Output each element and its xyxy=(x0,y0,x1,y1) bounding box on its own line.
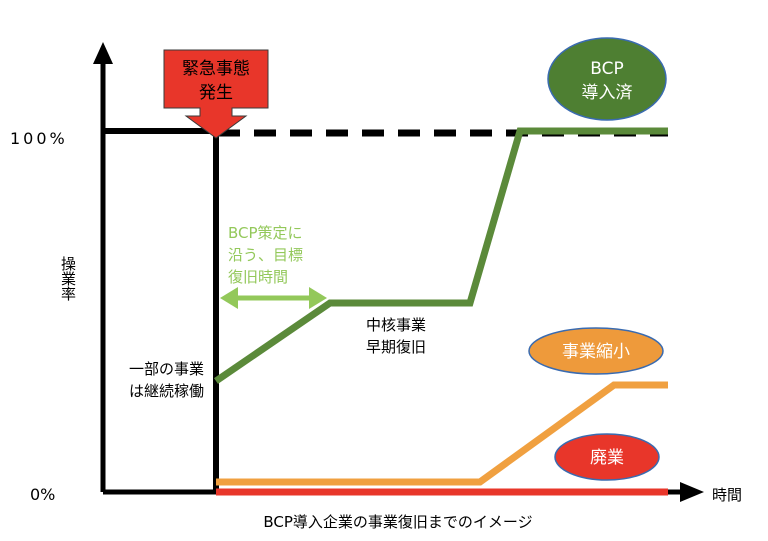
closure-badge xyxy=(554,433,660,481)
event-line2: 発生 xyxy=(199,83,233,103)
target-arrow-left xyxy=(220,287,238,309)
y-axis-arrow xyxy=(93,42,113,64)
caption: BCP導入企業の事業復旧までのイメージ xyxy=(263,513,532,531)
closure-badge-label: 廃業 xyxy=(590,448,624,468)
event-line1: 緊急事態 xyxy=(182,59,250,79)
target-note-line1: BCP策定に xyxy=(228,224,303,242)
bcp-badge-line1: BCP xyxy=(590,59,624,79)
x-axis-arrow xyxy=(680,482,704,502)
target-arrow-right xyxy=(309,287,327,309)
partial-line1: 一部の事業 xyxy=(129,360,204,378)
partial-line2: は継続稼働 xyxy=(129,382,204,400)
target-note-line3: 復旧時間 xyxy=(228,268,288,286)
event-callout xyxy=(163,49,269,139)
y-axis-label: 操業率 xyxy=(59,256,77,301)
shrink-badge-label: 事業縮小 xyxy=(562,342,630,362)
shrink-line xyxy=(216,381,668,486)
shrink-badge xyxy=(528,327,664,375)
x-axis-label: 時間 xyxy=(712,486,742,504)
core-line2: 早期復旧 xyxy=(366,338,426,356)
tick-0: 0% xyxy=(30,485,55,504)
bcp-recovery-line xyxy=(214,127,668,384)
tick-100: 100% xyxy=(10,129,68,148)
bcp-badge xyxy=(547,37,667,121)
bcp-badge-line2: 導入済 xyxy=(582,83,633,103)
core-line1: 中核事業 xyxy=(366,316,426,334)
target-note-line2: 沿う、目標 xyxy=(228,246,303,264)
